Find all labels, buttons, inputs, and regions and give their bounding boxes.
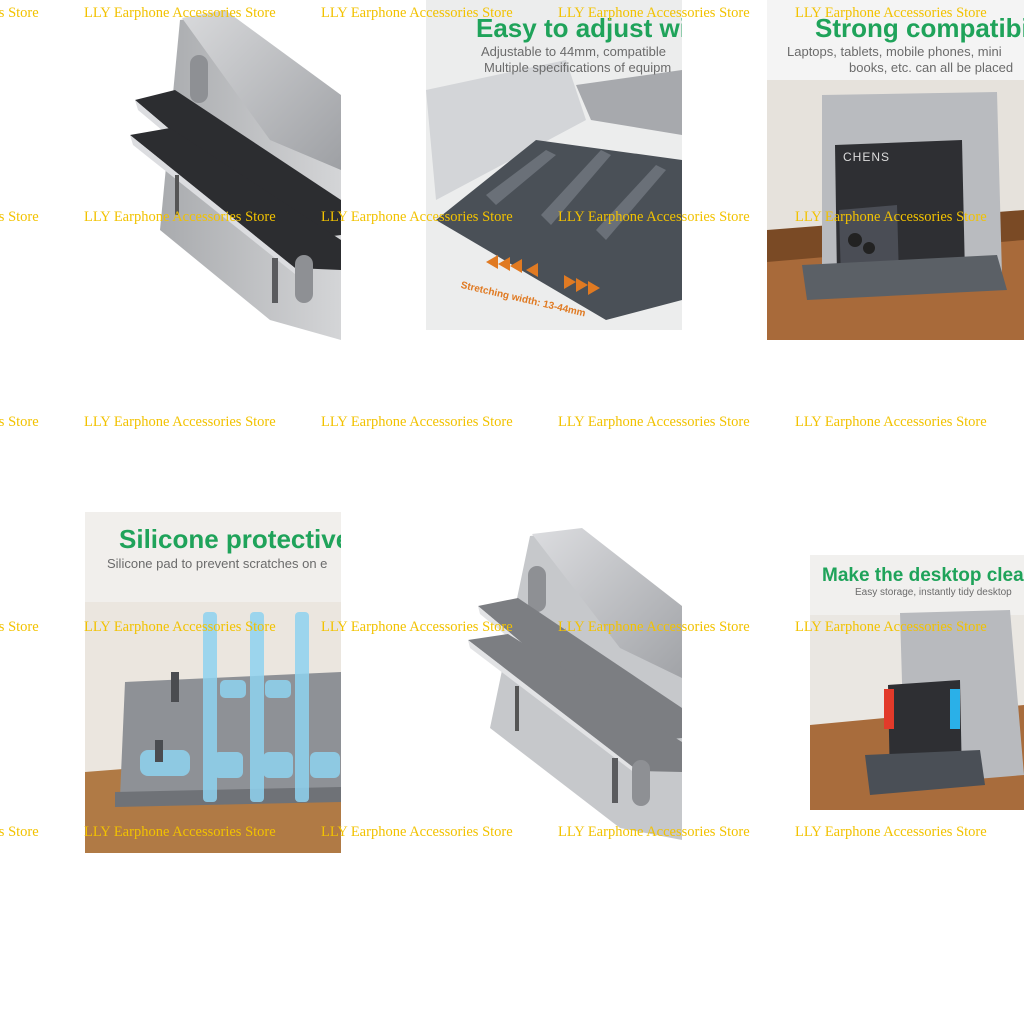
watermark-text: LLY Earphone Accessories Store <box>0 619 39 635</box>
tile-title: Easy to adjust wid <box>476 13 682 43</box>
tile-subtitle-line-1: Laptops, tablets, mobile phones, mini <box>787 44 1002 59</box>
tile-subtitle-line-1: Easy storage, instantly tidy desktop <box>855 587 1012 598</box>
watermark-text: LLY Earphone Accessories Store <box>795 414 987 430</box>
watermark-text: LLY Earphone Accessories Store <box>558 414 750 430</box>
tile-subtitle-line-2: Multiple specifications of equipm <box>484 60 672 75</box>
tile-subtitle-line-1: Adjustable to 44mm, compatible <box>481 44 666 59</box>
book-text: CHENS <box>843 150 891 164</box>
tile-title: Strong compatibi <box>815 13 1024 43</box>
product-image-stand-angle-1 <box>120 0 341 340</box>
watermark-text: LLY Earphone Accessories Store <box>321 414 513 430</box>
watermark-text: LLY Earphone Accessories Store <box>0 414 39 430</box>
tile-title: Silicone protective <box>119 524 341 554</box>
feature-tile-compatibility: Strong compatibi Laptops, tablets, mobil… <box>767 0 1024 340</box>
watermark-text: LLY Earphone Accessories Store <box>795 824 987 840</box>
feature-tile-desktop-clean: Make the desktop clea Easy storage, inst… <box>810 555 1024 810</box>
watermark-row: LLY Earphone Accessories Store LLY Earpho… <box>0 413 1024 431</box>
feature-tile-silicone-pad: Silicone protective Silicone pad to prev… <box>85 512 341 853</box>
tile-subtitle-line-2: books, etc. can all be placed <box>849 60 1014 75</box>
watermark-text: LLY Earphone Accessories Store <box>0 824 39 840</box>
product-image-stand-angle-2 <box>460 528 682 840</box>
tile-title: Make the desktop clea <box>822 565 1024 586</box>
tile-subtitle-line-1: Silicone pad to prevent scratches on e <box>107 556 328 571</box>
feature-tile-adjustable-width: Easy to adjust wid Adjustable to 44mm, c… <box>426 0 682 340</box>
watermark-text: LLY Earphone Accessories Store <box>0 209 39 225</box>
watermark-text: LLY Earphone Accessories Store <box>0 5 39 21</box>
watermark-text: LLY Earphone Accessories Store <box>84 414 276 430</box>
